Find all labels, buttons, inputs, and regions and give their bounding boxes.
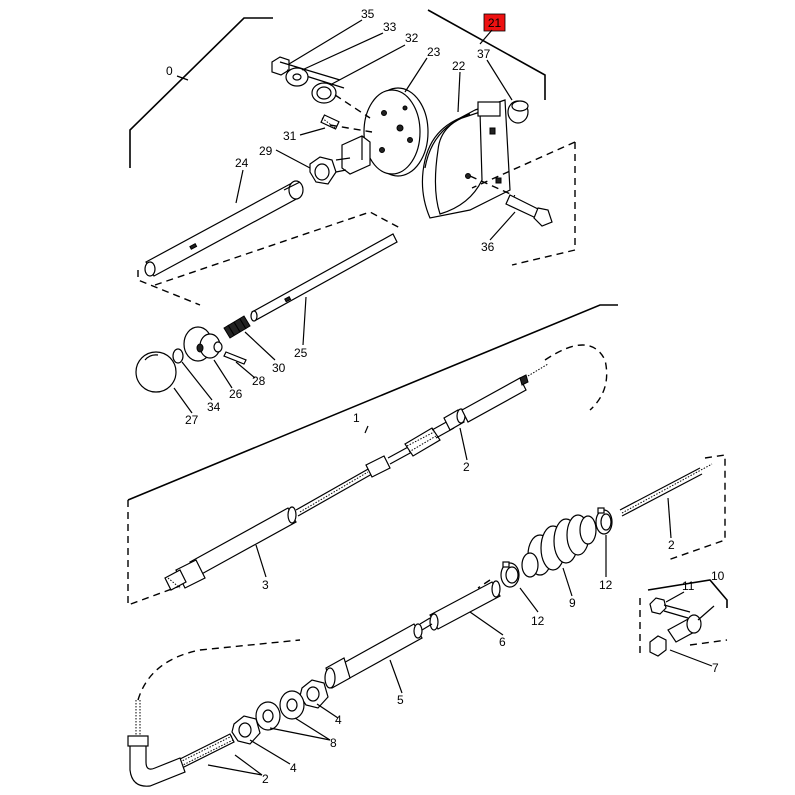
callout-4-left: 4: [290, 761, 297, 775]
callout-27: 27: [185, 413, 199, 427]
leader-lines: [173, 19, 713, 776]
callout-7: 7: [712, 661, 719, 675]
washer-33: [285, 67, 309, 87]
callout-5: 5: [397, 693, 404, 707]
callout-31: 31: [283, 129, 297, 143]
washer-8-left: [255, 701, 281, 731]
cable-assembly-1-group: [127, 304, 726, 607]
callout-35: 35: [361, 7, 375, 21]
callout-2-upper: 2: [463, 460, 470, 474]
knob-base-26: [183, 326, 223, 362]
bolt-35: [271, 56, 345, 89]
assembly-0-bracket: [129, 9, 546, 168]
callout-28: 28: [252, 374, 266, 388]
svg-text:21: 21: [488, 16, 502, 30]
callout-30: 30: [272, 361, 286, 375]
callout-0: 0: [166, 64, 173, 78]
callout-33: 33: [383, 20, 397, 34]
washer-8-right: [279, 690, 305, 720]
assembly-10-bracket: [639, 579, 728, 658]
callout-4-right: 4: [335, 713, 342, 727]
conduit-5: [324, 617, 433, 689]
callout-1: 1: [353, 411, 360, 425]
threaded-rod-2-right: [619, 463, 713, 517]
flange-23: [334, 87, 429, 177]
callout-labels: 35 33 32 23 22 37 0 31 29 24 36 25 30 28…: [166, 7, 725, 786]
washer-34: [172, 348, 184, 364]
rod-dashed-group: [137, 211, 401, 306]
sleeve-6: [429, 580, 501, 631]
bolt-36: [505, 194, 553, 227]
callout-34: 34: [207, 400, 221, 414]
nut-11: [649, 597, 691, 619]
nut-4-right: [299, 679, 329, 709]
clamp-12-right: [595, 507, 613, 535]
callout-9: 9: [569, 596, 576, 610]
callout-11: 11: [682, 579, 695, 593]
block-31: [320, 114, 373, 175]
callout-32: 32: [405, 31, 419, 45]
ferrule-2-upper: [443, 408, 466, 431]
spring-30: [223, 315, 251, 339]
threaded-sleeve: [404, 419, 455, 457]
threaded-rod-2-lower: [177, 733, 235, 769]
ball-joint-7: [649, 605, 715, 657]
callout-10: 10: [711, 569, 725, 583]
callout-25: 25: [294, 346, 308, 360]
cable-end-3: [164, 506, 297, 591]
callout-8: 8: [330, 736, 337, 750]
rod-25: [250, 233, 398, 322]
conduit-upper: [461, 363, 549, 423]
pin-28: [223, 351, 247, 365]
callout-29: 29: [259, 144, 273, 158]
housing-22: [421, 99, 516, 219]
callout-26: 26: [229, 387, 243, 401]
callout-2-lower: 2: [262, 772, 269, 786]
cable-core-upper: [295, 445, 413, 517]
boot-9: [521, 514, 597, 578]
callout-37: 37: [477, 47, 491, 61]
callout-24: 24: [235, 156, 249, 170]
callout-12-right: 12: [599, 578, 613, 592]
knob-ball-27: [135, 351, 177, 393]
cable-bend: [127, 639, 301, 787]
washer-32: [311, 82, 337, 104]
nut-4-left: [231, 715, 261, 745]
cap-37: [507, 100, 529, 124]
callout-6: 6: [499, 635, 506, 649]
callout-23: 23: [427, 45, 441, 59]
callout-3: 3: [262, 578, 269, 592]
clamp-12-center: [500, 561, 520, 588]
upper-dashed-group: [471, 141, 576, 266]
callout-2-right: 2: [668, 538, 675, 552]
nut-29: [309, 156, 351, 185]
callout-22: 22: [452, 59, 466, 73]
tube-24: [144, 180, 304, 277]
callout-36: 36: [481, 240, 495, 254]
callout-12-center: 12: [531, 614, 545, 628]
highlight-badge-21[interactable]: 21: [483, 13, 506, 32]
